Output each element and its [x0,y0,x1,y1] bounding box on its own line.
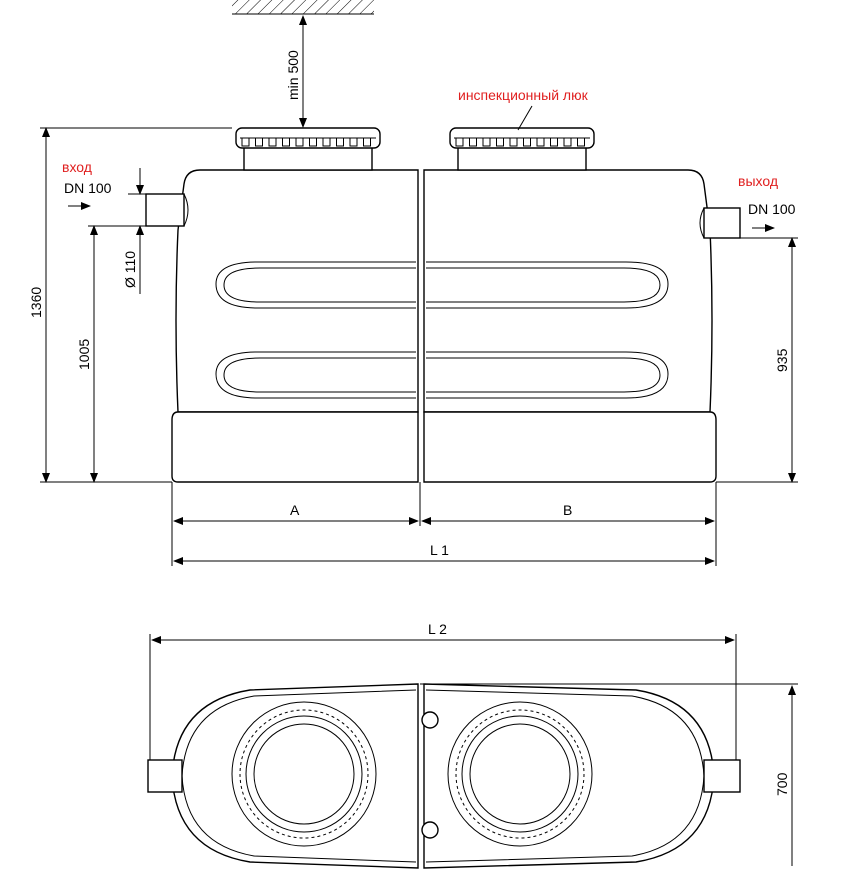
outlet-height-dimension: 935 [716,237,798,483]
hatch-grip-tooth [255,137,263,147]
hatch-grip-tooth [241,137,250,147]
hatch-grip-tooth [309,137,317,147]
top-view: L 2 700 [147,621,798,869]
hatch-grip-tooth [523,137,531,147]
pipe-diameter-label: Ø 110 [122,251,138,288]
tank-body-left [175,169,419,413]
hatch-grip-tooth [509,137,518,147]
hatch-grip-tooth [455,137,464,147]
hatch-grip-tooth [295,137,304,147]
hatch-grip-tooth [563,137,572,147]
side-view: min 500 [28,0,798,566]
top-hatch-left [231,701,377,847]
hatch-grip-tooth [469,137,477,147]
clearance-dimension: min 500 [285,15,307,128]
length-l2-label: L 2 [428,621,447,637]
tank-ribs [215,261,669,399]
top-lug-upper [421,711,439,729]
inlet-dn-label: DN 100 [64,180,112,196]
inspection-hatch-label: инспекционный люк [458,87,589,103]
section-b-label: B [563,502,572,518]
hatch-grip-tooth [550,137,558,147]
hatch-grip-tooth [349,137,358,147]
outlet-dn-label: DN 100 [748,201,796,217]
top-outlet-pipe [703,759,741,793]
total-height-label: 1360 [28,287,44,318]
tank-body-right [423,169,713,413]
outlet-label: выход [738,173,778,189]
tank-base-right [423,411,717,483]
top-outline-left [171,683,419,869]
top-hatch-right [447,701,593,847]
hatch-grip-tooth [282,137,290,147]
hatch-grip-tooth [577,137,585,147]
hatch-grip-tooth [496,137,504,147]
hatch-grip-tooth [268,137,277,147]
inspection-hatch-left [235,127,381,171]
hatch-grip-tooth [536,137,545,147]
hatch-grip-tooth [363,137,371,147]
hatch-grip-tooth [482,137,491,147]
hatch-grip-tooth [336,137,344,147]
length-dimensions: A B L 1 [171,482,717,566]
top-inlet-pipe [147,759,183,793]
section-a-label: A [290,502,300,518]
inspection-hatch-right [449,127,595,171]
hatch-grip-tooth [322,137,331,147]
inlet-pipe: вход DN 100 [62,159,189,227]
top-lug-lower [421,821,439,839]
ceiling-hatch [232,0,374,15]
width-label: 700 [774,772,790,796]
length-l1-label: L 1 [430,542,449,558]
tank-base-left [171,411,419,483]
outlet-pipe: выход DN 100 [699,173,796,239]
width-dimension: 700 [420,683,798,866]
top-outline-right [423,683,715,869]
inlet-height-dimension: 1005 [76,225,98,483]
outlet-height-label: 935 [774,348,790,372]
inlet-label: вход [62,159,92,175]
total-height-dimension: 1360 [28,127,232,483]
clearance-label: min 500 [285,50,301,100]
inspection-hatch-callout: инспекционный люк [458,87,589,131]
inlet-height-label: 1005 [76,339,92,370]
length-l2-dimension: L 2 [149,621,737,760]
